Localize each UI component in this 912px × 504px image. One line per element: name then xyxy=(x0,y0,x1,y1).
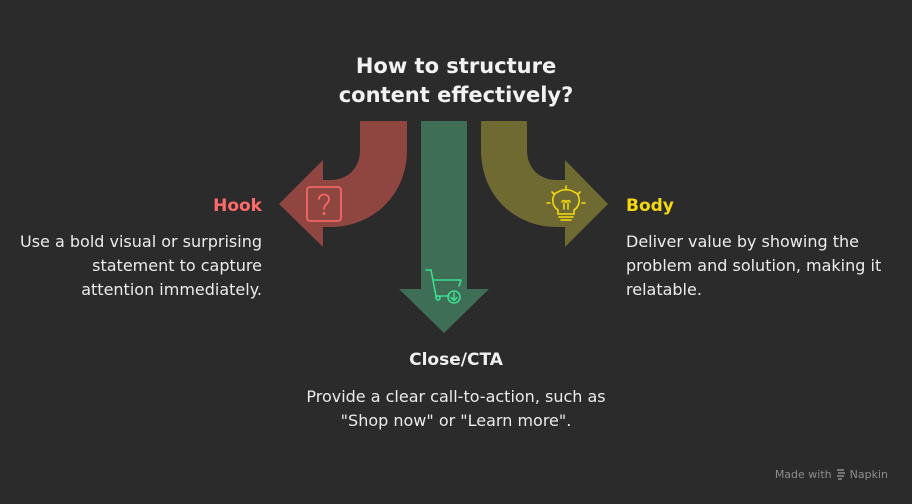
title-line-2: content effectively? xyxy=(338,83,574,107)
hook-heading: Hook xyxy=(213,196,262,216)
body-arrow xyxy=(481,121,608,247)
made-with-label: Made with xyxy=(774,468,832,481)
napkin-logo-icon xyxy=(836,469,845,480)
cart-download-icon xyxy=(425,269,462,304)
lightbulb-icon xyxy=(546,185,586,221)
body-heading: Body xyxy=(626,196,674,216)
close-cta-heading: Close/CTA xyxy=(409,350,503,370)
body-description: Deliver value by showing the problem and… xyxy=(626,232,882,299)
close-cta-description: Provide a clear call-to-action, such as … xyxy=(306,387,606,430)
close-arrow xyxy=(399,121,489,333)
napkin-watermark: Made with Napkin xyxy=(775,468,888,481)
diagram-title: How to structure content effectively? xyxy=(256,52,656,110)
brand-label: Napkin xyxy=(849,468,888,481)
hook-arrow xyxy=(279,121,407,247)
question-box-icon xyxy=(306,186,342,222)
title-line-1: How to structure xyxy=(355,54,557,78)
hook-description: Use a bold visual or surprising statemen… xyxy=(20,232,262,299)
